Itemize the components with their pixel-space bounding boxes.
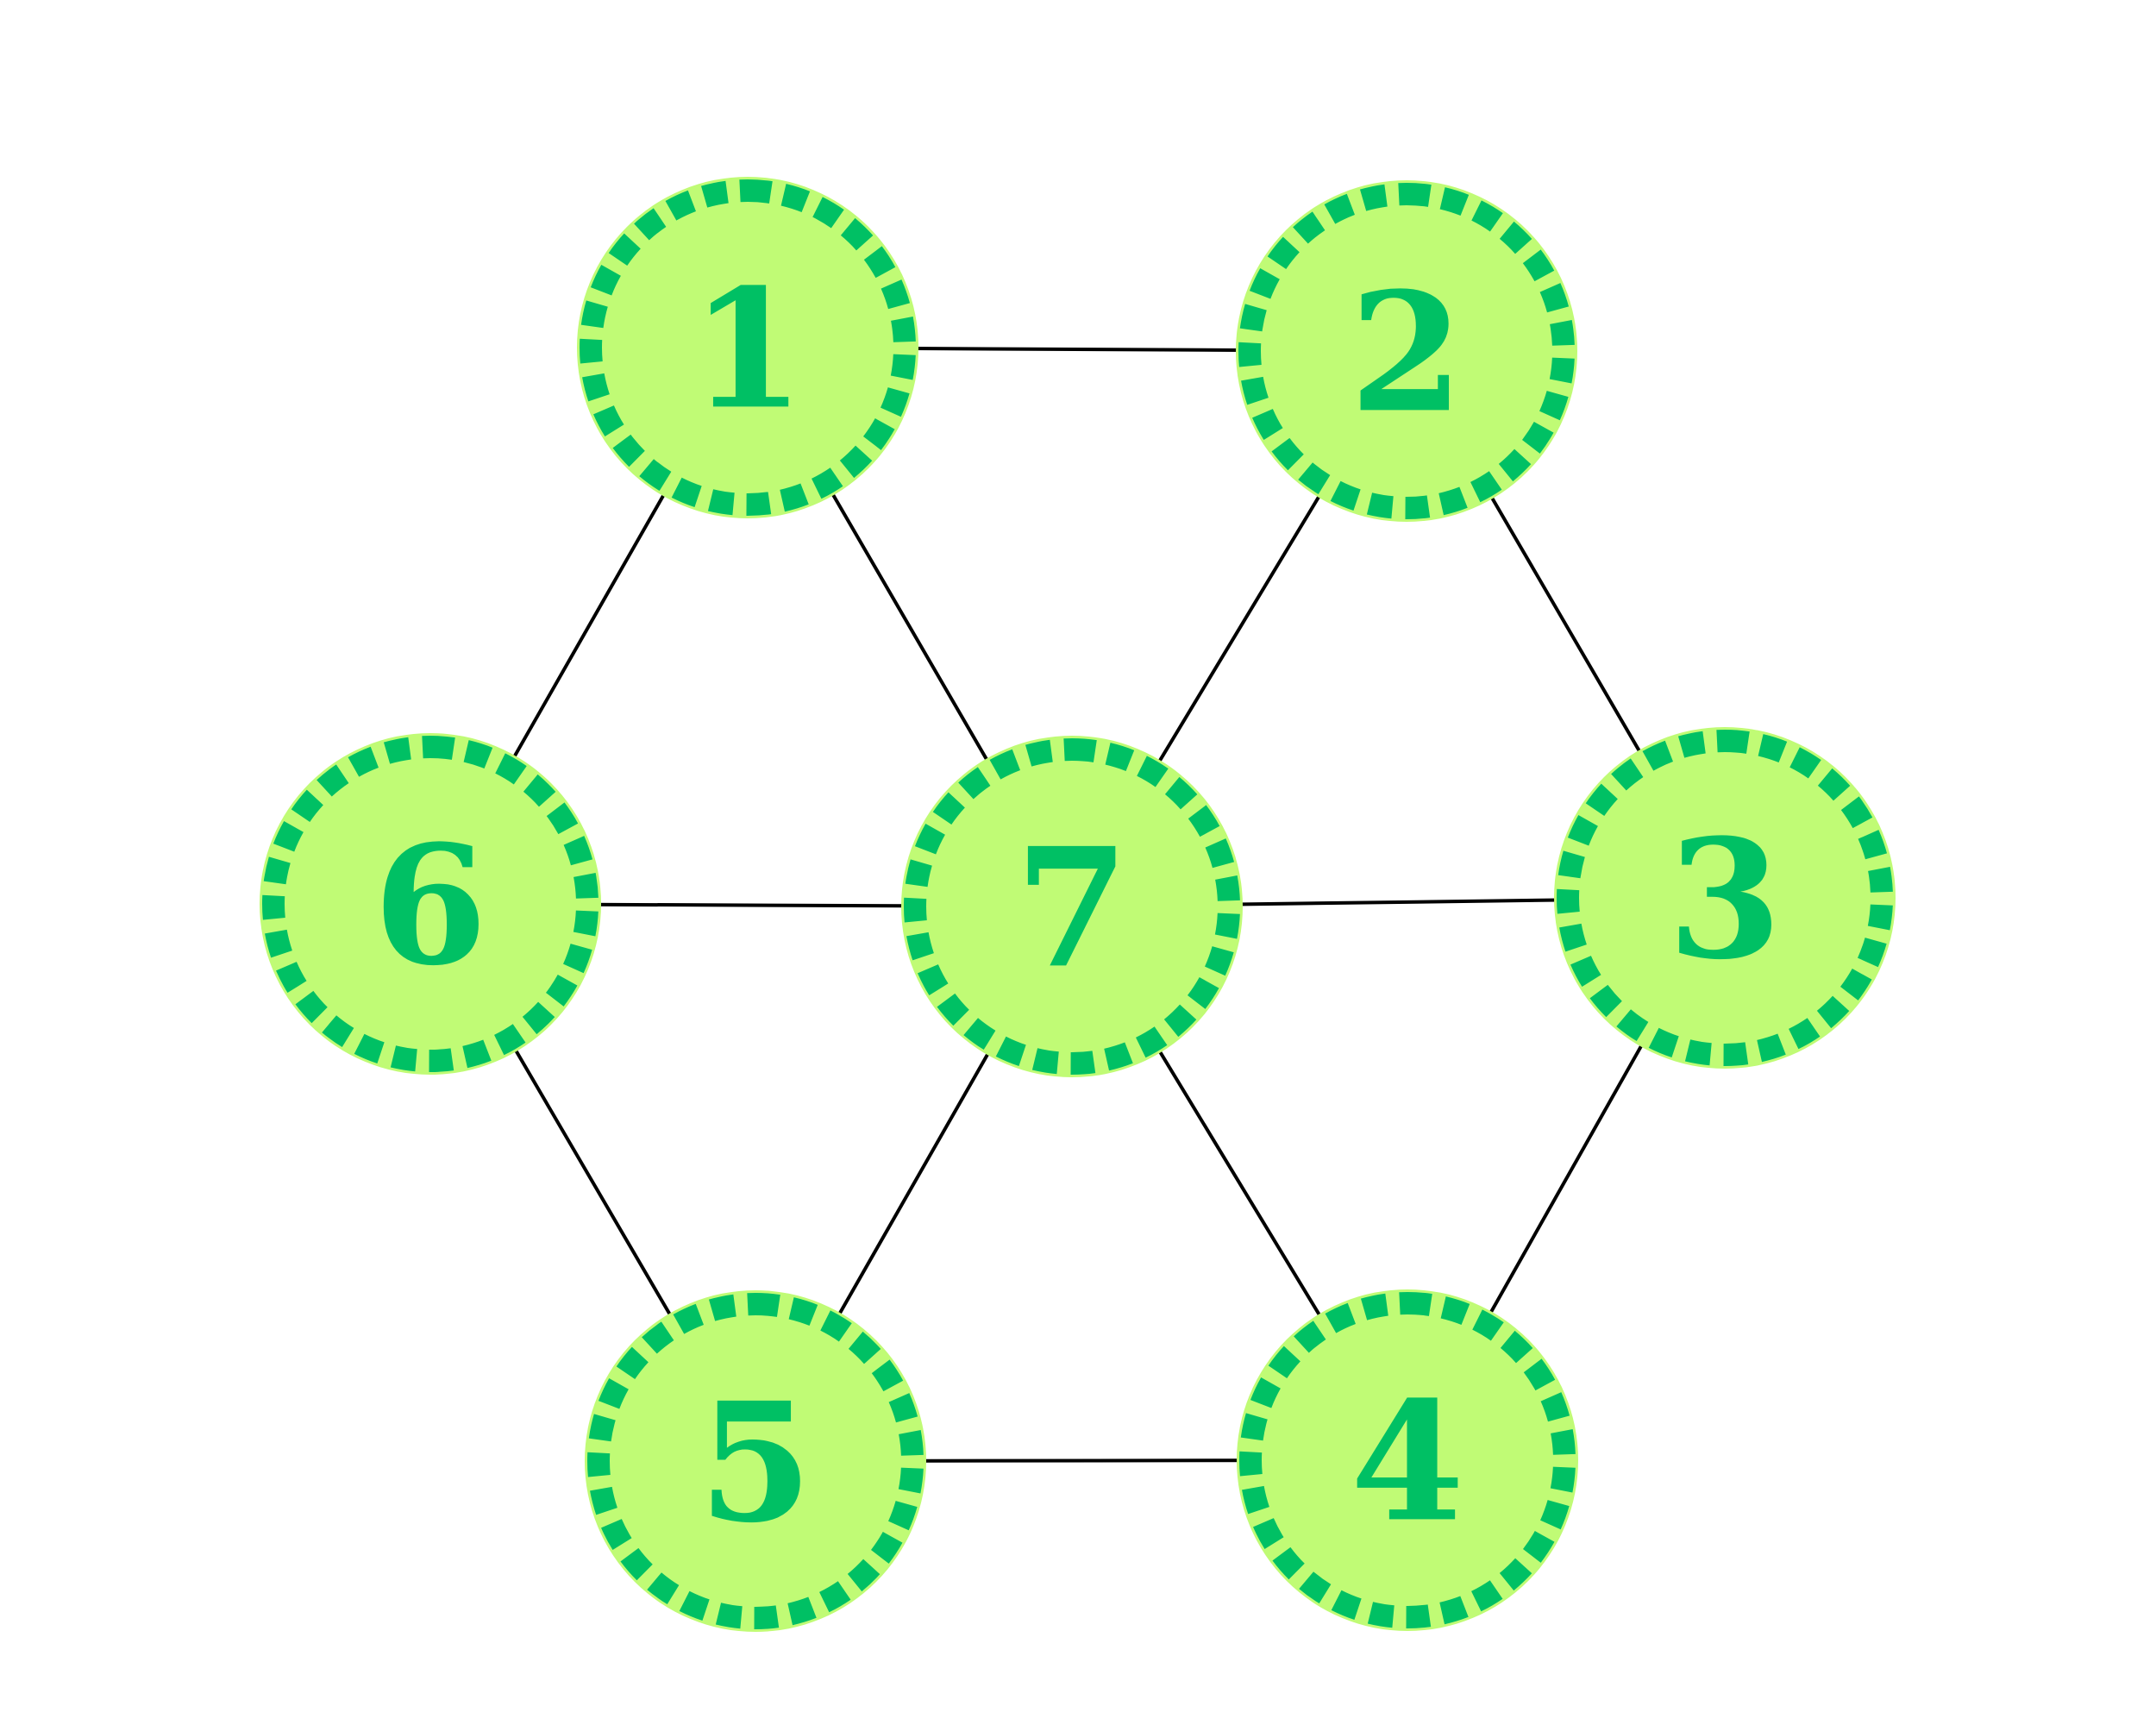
graph-node-6: 6 <box>260 733 601 1075</box>
nodes-layer: 1 2 3 4 5 6 7 <box>260 177 1896 1632</box>
node-label-7: 7 <box>1015 812 1129 1004</box>
graph-node-4: 4 <box>1237 1289 1578 1631</box>
node-dashed-border <box>1239 1292 1576 1628</box>
node-dashed-border <box>580 179 916 516</box>
node-fill-circle <box>901 736 1243 1077</box>
graph-node-7: 7 <box>901 736 1243 1077</box>
node-dashed-border <box>1238 183 1575 519</box>
node-fill-circle <box>260 733 601 1075</box>
node-fill-circle <box>1237 1289 1578 1631</box>
node-label-6: 6 <box>373 809 487 1001</box>
node-dashed-border <box>904 738 1240 1075</box>
node-dashed-border <box>262 736 599 1072</box>
graph-node-2: 2 <box>1236 180 1577 522</box>
node-fill-circle <box>1554 727 1896 1069</box>
node-label-2: 2 <box>1350 256 1463 448</box>
node-label-3: 3 <box>1668 803 1782 995</box>
graph-node-3: 3 <box>1554 727 1896 1069</box>
graph-node-1: 1 <box>577 177 918 518</box>
node-label-4: 4 <box>1351 1365 1464 1558</box>
node-fill-circle <box>585 1290 926 1632</box>
node-dashed-border <box>587 1293 924 1629</box>
node-fill-circle <box>1236 180 1577 522</box>
node-label-1: 1 <box>691 253 805 445</box>
node-label-5: 5 <box>699 1366 812 1559</box>
node-fill-circle <box>577 177 918 518</box>
graph-node-5: 5 <box>585 1290 926 1632</box>
node-dashed-border <box>1557 730 1893 1066</box>
